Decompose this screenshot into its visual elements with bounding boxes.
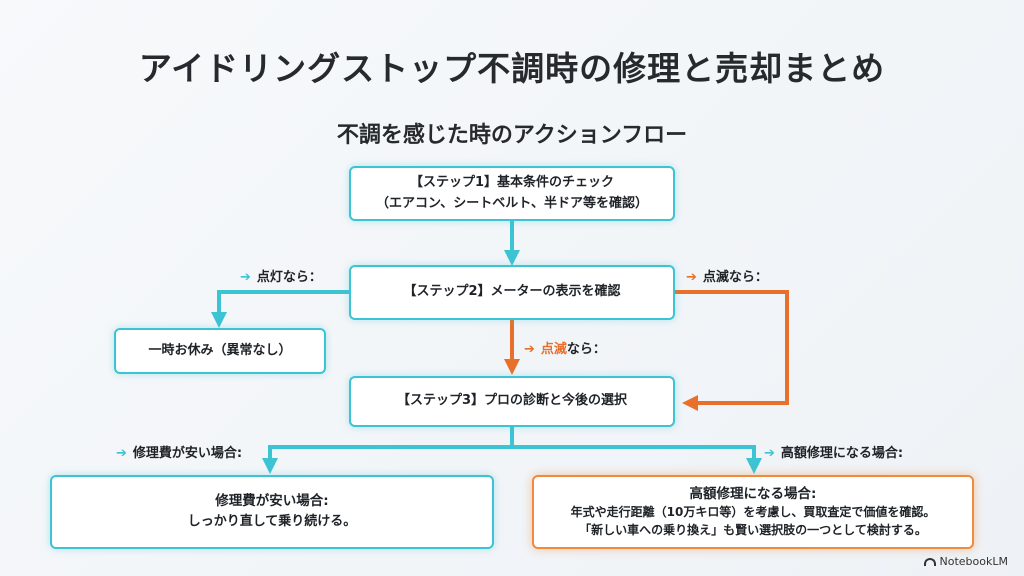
arrow-right-icon: ➔ — [116, 446, 127, 461]
arrow-right-icon: ➔ — [240, 270, 251, 285]
expensive-text-1: 年式や走行距離（10万キロ等）を考慮し、買取査定で価値を確認。 — [570, 505, 936, 520]
arrow-right-icon: ➔ — [524, 342, 535, 357]
step1-detail: （エアコン、シートベルト、半ドア等を確認） — [376, 195, 648, 211]
rest-box: 一時お休み（異常なし） — [114, 328, 326, 374]
label-blink-down: ➔ 点滅なら： — [524, 338, 606, 357]
label-blink-right: ➔ 点滅なら： — [686, 266, 768, 285]
expensive-head: 高額修理になる場合: — [689, 485, 817, 502]
step2-title: 【ステップ2】メーターの表示を確認 — [403, 284, 621, 300]
brand-watermark: NotebookLM — [923, 555, 1008, 568]
connector-step2-step3-loop — [675, 290, 789, 411]
notebooklm-logo-icon — [923, 557, 936, 566]
label-blink-down-highlight: 点滅 — [540, 342, 567, 357]
label-blink-right-text: 点滅なら： — [702, 270, 768, 285]
label-cheap-text: 修理費が安い場合: — [132, 446, 243, 461]
label-expensive-text: 高額修理になる場合: — [780, 446, 904, 461]
step3-box: 【ステップ3】プロの診断と今後の選択 — [349, 376, 675, 427]
expensive-text-2: 「新しい車への乗り換え」も賢い選択肢の一つとして検討する。 — [579, 522, 927, 537]
label-cheap: ➔ 修理費が安い場合: — [116, 442, 242, 461]
cheap-box: 修理費が安い場合: しっかり直して乗り続ける。 — [50, 475, 494, 549]
label-lit: ➔ 点灯なら： — [240, 266, 322, 285]
page-subtitle: 不調を感じた時のアクションフロー — [336, 123, 688, 148]
step3-title: 【ステップ3】プロの診断と今後の選択 — [396, 393, 628, 409]
cheap-text: しっかり直して乗り続ける。 — [187, 514, 357, 530]
step1-box: 【ステップ1】基本条件のチェック （エアコン、シートベルト、半ドア等を確認） — [349, 166, 675, 221]
page-title: アイドリングストップ不調時の修理と売却まとめ — [138, 49, 886, 88]
step2-box: 【ステップ2】メーターの表示を確認 — [349, 265, 675, 320]
expensive-box: 高額修理になる場合: 年式や走行距離（10万キロ等）を考慮し、買取査定で価値を確… — [532, 475, 974, 549]
rest-text: 一時お休み（異常なし） — [148, 342, 292, 358]
label-expensive: ➔ 高額修理になる場合: — [764, 442, 903, 461]
arrow-right-icon: ➔ — [686, 270, 697, 285]
cheap-head: 修理費が安い場合: — [215, 493, 329, 510]
arrow-right-icon: ➔ — [764, 446, 775, 461]
step1-title: 【ステップ1】基本条件のチェック — [409, 175, 615, 191]
label-lit-text: 点灯なら： — [256, 270, 322, 285]
brand-name: NotebookLM — [939, 555, 1008, 568]
connector-step2-rest — [211, 290, 349, 328]
label-blink-down-text: なら： — [566, 342, 606, 357]
